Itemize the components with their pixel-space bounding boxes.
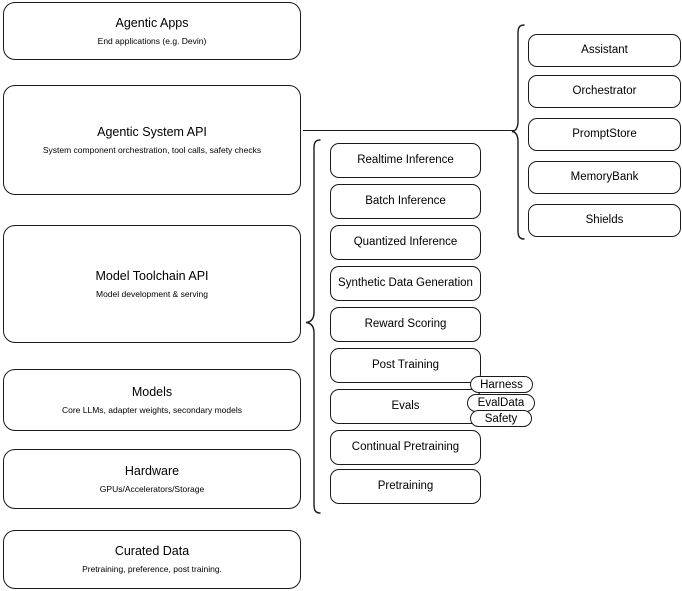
component-shields[interactable]: Shields (528, 204, 681, 237)
capability-label: Continual Pretraining (351, 441, 460, 454)
capability-label: Quantized Inference (353, 236, 458, 249)
brace-toolchain-capabilities (305, 139, 321, 514)
layer-subtitle: GPUs/Accelerators/Storage (99, 483, 205, 494)
capability-reward-scoring[interactable]: Reward Scoring (330, 307, 481, 342)
capability-label: Batch Inference (365, 195, 446, 208)
component-memorybank[interactable]: MemoryBank (528, 161, 681, 194)
capability-continual-pretraining[interactable]: Continual Pretraining (330, 430, 481, 465)
component-label: Assistant (581, 44, 628, 57)
layer-title: Agentic Apps (115, 15, 189, 30)
layer-title: Model Toolchain API (95, 268, 209, 283)
layer-title: Curated Data (114, 544, 190, 559)
layer-agentic-system-api[interactable]: Agentic System API System component orch… (3, 85, 301, 195)
layer-curated-data[interactable]: Curated Data Pretraining, preference, po… (3, 530, 301, 589)
layer-model-toolchain-api[interactable]: Model Toolchain API Model development & … (3, 225, 301, 343)
component-label: Orchestrator (572, 85, 637, 98)
capability-label: Synthetic Data Generation (338, 277, 473, 290)
capability-realtime-inference[interactable]: Realtime Inference (330, 143, 481, 178)
component-label: PromptStore (572, 128, 637, 141)
evals-pill-harness[interactable]: Harness (470, 376, 533, 393)
evals-pill-label: Safety (484, 412, 518, 425)
brace-system-components (511, 24, 525, 240)
layer-title: Hardware (124, 463, 180, 478)
evals-pill-label: EvalData (477, 397, 525, 409)
capability-label: Pretraining (377, 480, 434, 493)
layer-subtitle: Model development & serving (96, 288, 208, 299)
layer-title: Agentic System API (97, 124, 207, 139)
layer-models[interactable]: Models Core LLMs, adapter weights, secon… (3, 369, 301, 431)
capability-quantized-inference[interactable]: Quantized Inference (330, 225, 481, 260)
layer-subtitle: Core LLMs, adapter weights, secondary mo… (61, 404, 242, 415)
component-orchestrator[interactable]: Orchestrator (528, 75, 681, 108)
component-promptstore[interactable]: PromptStore (528, 118, 681, 151)
capability-label: Evals (391, 400, 420, 413)
component-label: MemoryBank (570, 171, 639, 184)
capability-synthetic-data-generation[interactable]: Synthetic Data Generation (330, 266, 481, 301)
capability-label: Realtime Inference (357, 154, 454, 167)
capability-label: Post Training (371, 359, 440, 372)
capability-label: Reward Scoring (364, 318, 447, 331)
connector-system-api-to-components (303, 130, 514, 131)
layer-subtitle: Pretraining, preference, post training. (82, 564, 222, 574)
layer-title: Models (131, 384, 173, 399)
capability-evals[interactable]: Evals (330, 389, 481, 424)
layer-subtitle: End applications (e.g. Devin) (97, 35, 207, 46)
layer-subtitle: System component orchestration, tool cal… (42, 144, 262, 155)
evals-pill-label: Harness (480, 378, 523, 391)
layer-hardware[interactable]: Hardware GPUs/Accelerators/Storage (3, 449, 301, 509)
layer-agentic-apps[interactable]: Agentic Apps End applications (e.g. Devi… (3, 2, 301, 60)
capability-post-training[interactable]: Post Training (330, 348, 481, 383)
capability-batch-inference[interactable]: Batch Inference (330, 184, 481, 219)
evals-pill-safety[interactable]: Safety (470, 410, 532, 427)
capability-pretraining[interactable]: Pretraining (330, 469, 481, 504)
component-label: Shields (585, 214, 624, 227)
component-assistant[interactable]: Assistant (528, 34, 681, 67)
